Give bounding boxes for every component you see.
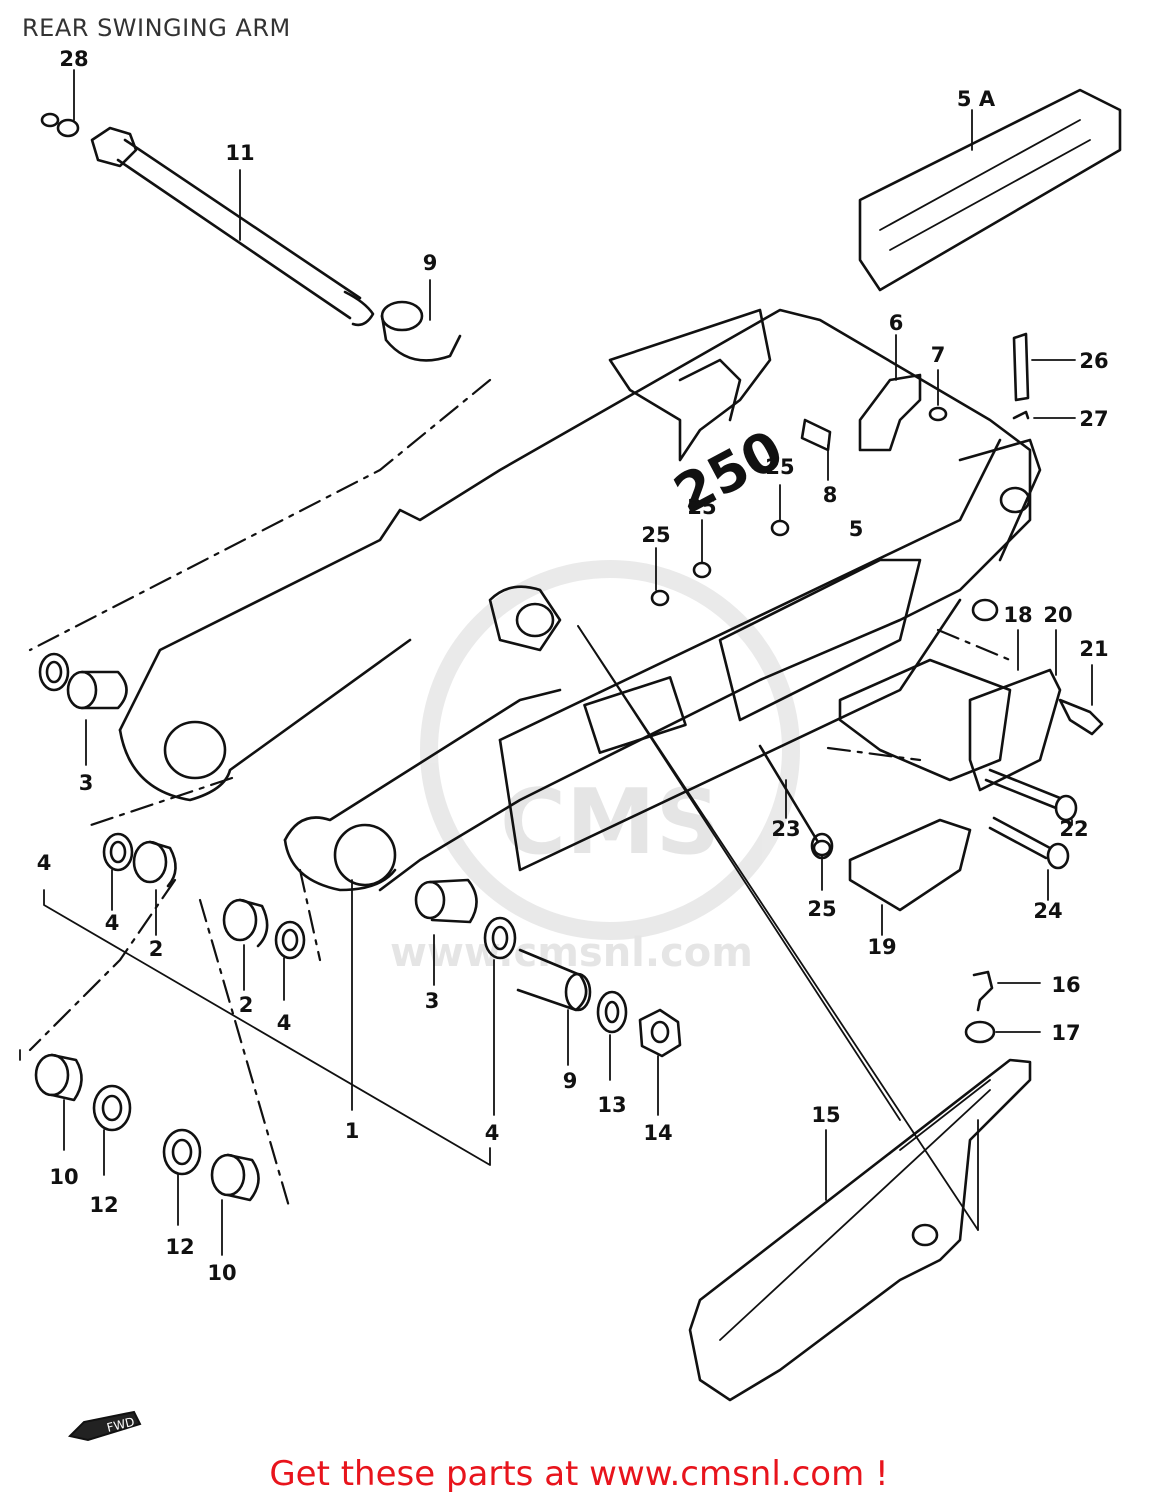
part-10-collar-bottom bbox=[210, 1153, 260, 1256]
part-23-bolt bbox=[758, 744, 834, 860]
direction-mark: FWD bbox=[105, 1415, 136, 1435]
callout-15: 15 bbox=[811, 1103, 840, 1127]
callout-7: 7 bbox=[931, 343, 946, 367]
part-11-pivot-shaft bbox=[90, 126, 375, 327]
callout-5: 5 bbox=[849, 517, 864, 541]
part-5a-decal bbox=[858, 88, 1122, 292]
part-9-collar-top bbox=[380, 279, 462, 362]
forward-arrow-icon: FWD bbox=[64, 1400, 144, 1455]
part-7-bolt bbox=[928, 369, 948, 422]
part-27-clip bbox=[1012, 410, 1076, 420]
part-10-collar-left bbox=[34, 1053, 83, 1151]
callout-17: 17 bbox=[1051, 1021, 1080, 1045]
callout-11: 11 bbox=[225, 141, 254, 165]
callout-8: 8 bbox=[823, 483, 838, 507]
callout-13: 13 bbox=[597, 1093, 626, 1117]
callout-18: 18 bbox=[1003, 603, 1032, 627]
part-4-bearing-left-top bbox=[38, 652, 70, 692]
part-24-bolt bbox=[988, 816, 1070, 901]
part-16-bolt bbox=[972, 970, 1041, 1012]
callout-12-b: 12 bbox=[165, 1235, 194, 1259]
part-21-bolt bbox=[1058, 664, 1104, 736]
part-26-pin bbox=[1012, 332, 1076, 402]
part-13-washer bbox=[596, 990, 628, 1081]
part-15-chain-guide bbox=[688, 1058, 1032, 1402]
callout-22: 22 bbox=[1059, 817, 1088, 841]
callout-4-bottom: 4 bbox=[485, 1121, 500, 1145]
callout-4-b: 4 bbox=[105, 911, 120, 935]
callout-2-a: 2 bbox=[149, 937, 164, 961]
part-17-washer bbox=[964, 1020, 1041, 1044]
callout-25-d: 25 bbox=[807, 897, 836, 921]
callout-9-top: 9 bbox=[423, 251, 438, 275]
page-title: REAR SWINGING ARM bbox=[22, 14, 291, 42]
part-22-adjuster-bolt bbox=[984, 768, 1078, 826]
callout-3-right: 3 bbox=[425, 989, 440, 1013]
part-8-bolt bbox=[800, 418, 832, 481]
callout-1: 1 bbox=[345, 1119, 360, 1143]
part-2-spacer-left bbox=[132, 840, 177, 936]
part-28-nut bbox=[40, 69, 80, 138]
part-25-nuts bbox=[650, 484, 832, 891]
promo-footer[interactable]: Get these parts at www.cmsnl.com ! bbox=[269, 1454, 889, 1494]
part-3-needle-bearing-left bbox=[66, 670, 128, 766]
callout-25-c: 25 bbox=[641, 523, 670, 547]
alignment-lines bbox=[28, 378, 1012, 1212]
callout-14: 14 bbox=[643, 1121, 672, 1145]
callout-25-a: 25 bbox=[765, 455, 794, 479]
part-6-bracket bbox=[858, 334, 922, 452]
callout-10-b: 10 bbox=[207, 1261, 236, 1285]
part-9-collar-lower bbox=[516, 948, 592, 1066]
callout-5a: 5 A bbox=[957, 87, 996, 111]
part-4-seal-middle bbox=[274, 920, 306, 1001]
part-3-needle-bearing-right bbox=[414, 878, 478, 986]
callout-23: 23 bbox=[771, 817, 800, 841]
callout-2-b: 2 bbox=[239, 993, 254, 1017]
part-20-adjuster-bracket bbox=[968, 629, 1062, 792]
part-12-washer-left bbox=[92, 1084, 132, 1176]
callout-4-c: 4 bbox=[277, 1011, 292, 1035]
part-2-spacer-middle bbox=[222, 898, 269, 991]
callout-3-left: 3 bbox=[79, 771, 94, 795]
callout-26: 26 bbox=[1079, 349, 1108, 373]
part-4-seal-right bbox=[483, 916, 517, 1116]
callout-12-a: 12 bbox=[89, 1193, 118, 1217]
callout-28: 28 bbox=[59, 47, 88, 71]
part-1-swing-arm bbox=[118, 308, 1042, 1111]
callout-9-lower: 9 bbox=[563, 1069, 578, 1093]
callout-25-b: 25 bbox=[687, 495, 716, 519]
callout-16: 16 bbox=[1051, 973, 1080, 997]
callout-4-a: 4 bbox=[37, 851, 52, 875]
part-12-washer-bottom bbox=[162, 1128, 202, 1226]
callout-20: 20 bbox=[1043, 603, 1072, 627]
part-4-seal-left bbox=[102, 832, 134, 911]
callout-19: 19 bbox=[867, 935, 896, 959]
part-18-adjuster-plate bbox=[838, 629, 1019, 782]
callout-27: 27 bbox=[1079, 407, 1108, 431]
part-14-nut bbox=[638, 1008, 682, 1116]
callout-6: 6 bbox=[889, 311, 904, 335]
callout-24: 24 bbox=[1033, 899, 1062, 923]
callout-10-a: 10 bbox=[49, 1165, 78, 1189]
callout-21: 21 bbox=[1079, 637, 1108, 661]
part-19-plate bbox=[848, 818, 972, 936]
